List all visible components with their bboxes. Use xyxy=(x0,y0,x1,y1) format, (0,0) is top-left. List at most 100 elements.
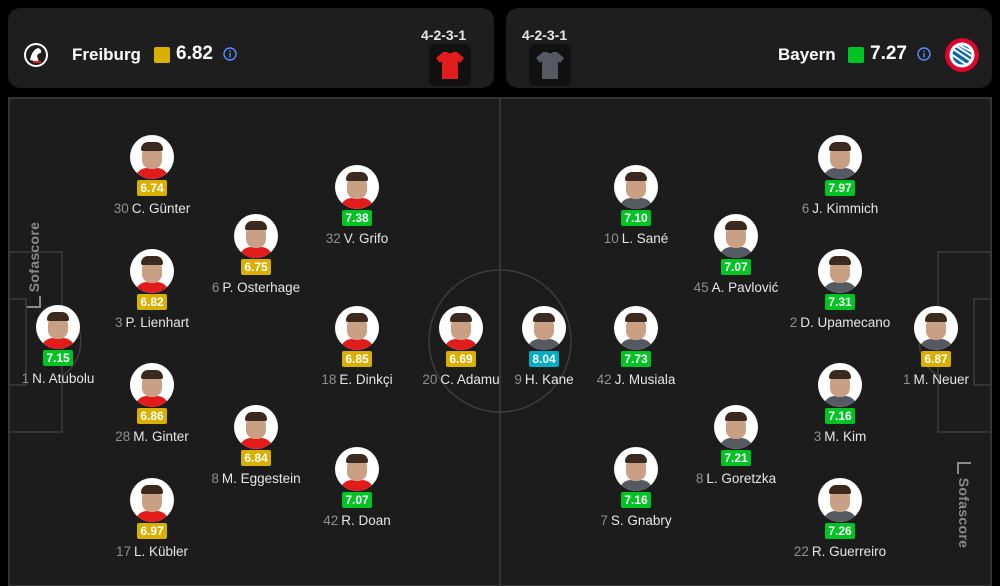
player-rating-badge: 7.21 xyxy=(721,450,751,466)
player-avatar[interactable] xyxy=(335,165,379,209)
player-avatar[interactable] xyxy=(614,165,658,209)
home-formation: 4-2-3-1 xyxy=(421,27,467,43)
player-shirt-number: 22 xyxy=(793,544,809,559)
player-avatar[interactable] xyxy=(914,306,958,350)
player-avatar[interactable] xyxy=(130,363,174,407)
player-avatar[interactable] xyxy=(36,305,80,349)
player-shirt-number: 32 xyxy=(325,231,341,246)
player-avatar[interactable] xyxy=(714,214,758,258)
player-avatar[interactable] xyxy=(714,405,758,449)
player-rating-badge: 7.26 xyxy=(825,523,855,539)
player-rating-badge: 6.85 xyxy=(342,351,372,367)
player-avatar[interactable] xyxy=(614,447,658,491)
home-average-rating: 6.82 xyxy=(176,43,213,64)
home-team-name[interactable]: Freiburg xyxy=(72,45,141,64)
player-rating-badge: 7.31 xyxy=(825,294,855,310)
player-name: J. Musiala xyxy=(614,372,676,387)
player-name: M. Neuer xyxy=(913,372,970,387)
player-shirt-number: 8 xyxy=(211,471,219,486)
player-avatar[interactable] xyxy=(522,306,566,350)
player-rating-badge: 8.04 xyxy=(529,351,559,367)
bayern-crest-icon[interactable] xyxy=(944,37,980,73)
away-team-name[interactable]: Bayern xyxy=(778,45,836,64)
away-shirt-icon xyxy=(529,44,571,86)
home-team-header: Freiburg 6.82 4-2-3-1 xyxy=(8,8,494,88)
player-avatar[interactable] xyxy=(439,306,483,350)
player-name: R. Doan xyxy=(341,513,391,528)
player-name: H. Kane xyxy=(524,372,574,387)
player-avatar[interactable] xyxy=(234,405,278,449)
player-shirt-number: 45 xyxy=(693,280,709,295)
player-name: J. Kimmich xyxy=(812,201,879,216)
player-rating-badge: 7.16 xyxy=(825,408,855,424)
player-rating-badge: 6.74 xyxy=(137,180,167,196)
freiburg-crest-icon[interactable] xyxy=(22,38,50,72)
player-rating-badge: 7.38 xyxy=(342,210,372,226)
player-shirt-number: 30 xyxy=(113,201,129,216)
player-avatar[interactable] xyxy=(234,214,278,258)
player-name: L. Sané xyxy=(621,231,669,246)
info-icon[interactable] xyxy=(223,47,237,61)
player-shirt-number: 1 xyxy=(902,372,911,387)
player-avatar[interactable] xyxy=(130,478,174,522)
away-formation: 4-2-3-1 xyxy=(522,27,568,43)
player-avatar[interactable] xyxy=(818,135,862,179)
sofascore-watermark: Sofascore xyxy=(26,220,42,310)
player-name: A. Pavlović xyxy=(711,280,779,295)
player-avatar[interactable] xyxy=(130,249,174,293)
player-avatar[interactable] xyxy=(818,249,862,293)
home-shirt-icon xyxy=(429,44,471,86)
player-name: L. Goretzka xyxy=(706,471,777,486)
player-avatar[interactable] xyxy=(614,306,658,350)
player-shirt-number: 42 xyxy=(596,372,612,387)
sofascore-watermark: Sofascore xyxy=(956,460,972,550)
away-team-header: 4-2-3-1 Bayern 7.27 xyxy=(506,8,992,88)
player-avatar[interactable] xyxy=(818,478,862,522)
player-shirt-number: 20 xyxy=(422,372,438,387)
info-icon[interactable] xyxy=(917,47,931,61)
player-avatar[interactable] xyxy=(335,306,379,350)
player-name: P. Osterhage xyxy=(222,280,301,295)
player-avatar[interactable] xyxy=(130,135,174,179)
player-name: L. Kübler xyxy=(133,544,189,559)
player-avatar[interactable] xyxy=(335,447,379,491)
player-rating-badge: 7.16 xyxy=(621,492,651,508)
player-name: N. Atubolu xyxy=(32,371,95,386)
player-shirt-number: 3 xyxy=(114,315,123,330)
player-shirt-number: 1 xyxy=(21,371,30,386)
player-avatar[interactable] xyxy=(818,363,862,407)
player-shirt-number: 18 xyxy=(321,372,337,387)
